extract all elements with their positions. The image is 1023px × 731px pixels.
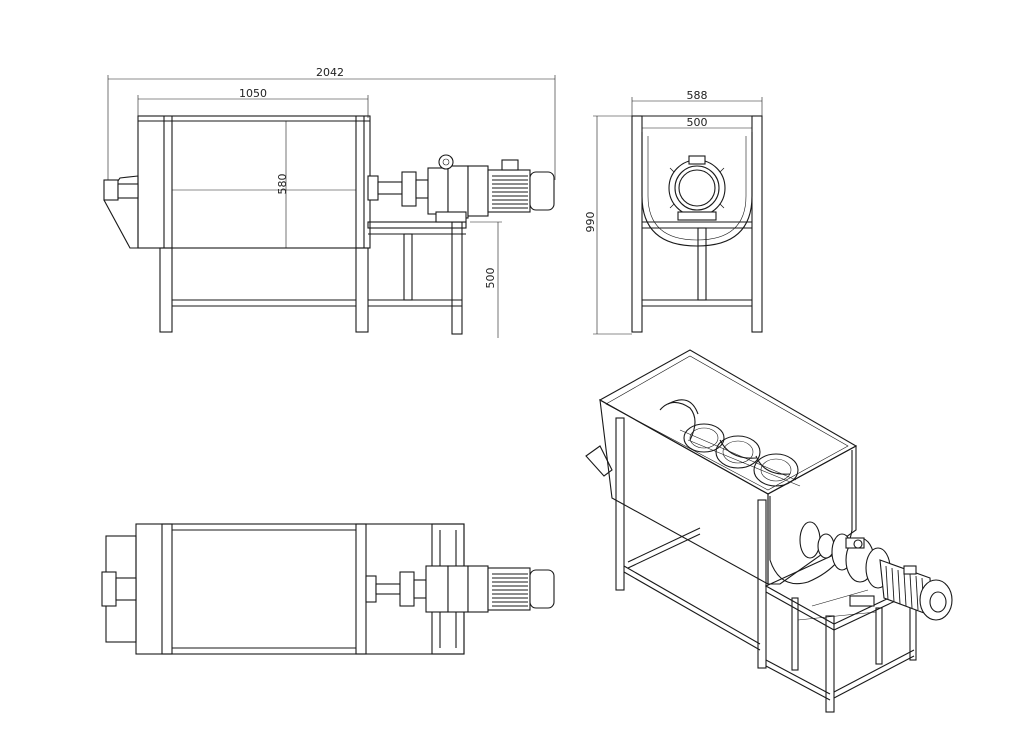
trough xyxy=(641,132,753,247)
tank-body xyxy=(137,115,371,249)
drive-train-top xyxy=(365,565,555,613)
iso-motor-end xyxy=(919,579,953,621)
dim-end-width: 588 xyxy=(631,89,763,118)
iso-front-wall xyxy=(599,398,769,585)
dim-overall-height: 990 xyxy=(584,115,632,335)
dim-overall-length: 2042 xyxy=(107,66,556,180)
dim-label-end-inner-width: 500 xyxy=(687,116,708,129)
dim-label-tank-length: 1050 xyxy=(239,87,267,100)
iso-drive-train xyxy=(799,521,953,621)
leg-right xyxy=(355,247,369,333)
dim-leg-height: 500 xyxy=(470,221,502,338)
motor-top xyxy=(487,567,531,611)
front-view: 2042 1050 580 xyxy=(103,66,556,338)
iso-legs xyxy=(615,417,915,713)
leg-left xyxy=(159,247,173,333)
iso-ribbon-agitator xyxy=(659,399,801,487)
post-left xyxy=(631,115,643,333)
drive-train-front xyxy=(367,154,555,223)
dim-end-inner-width: 500 xyxy=(642,116,752,129)
dim-label-overall-length: 2042 xyxy=(316,66,344,79)
isometric-view xyxy=(585,349,953,713)
dim-label-leg-height: 500 xyxy=(484,268,497,289)
top-view xyxy=(101,523,555,655)
side-view: 588 500 990 xyxy=(584,89,763,335)
post-right xyxy=(751,115,763,333)
dim-label-end-width: 588 xyxy=(687,89,708,102)
dim-label-overall-height: 990 xyxy=(584,212,597,233)
motor-end xyxy=(668,155,726,221)
dim-label-tank-height: 580 xyxy=(276,174,289,195)
dim-tank-length: 1050 xyxy=(137,87,369,118)
drive-stand-top xyxy=(367,221,467,229)
